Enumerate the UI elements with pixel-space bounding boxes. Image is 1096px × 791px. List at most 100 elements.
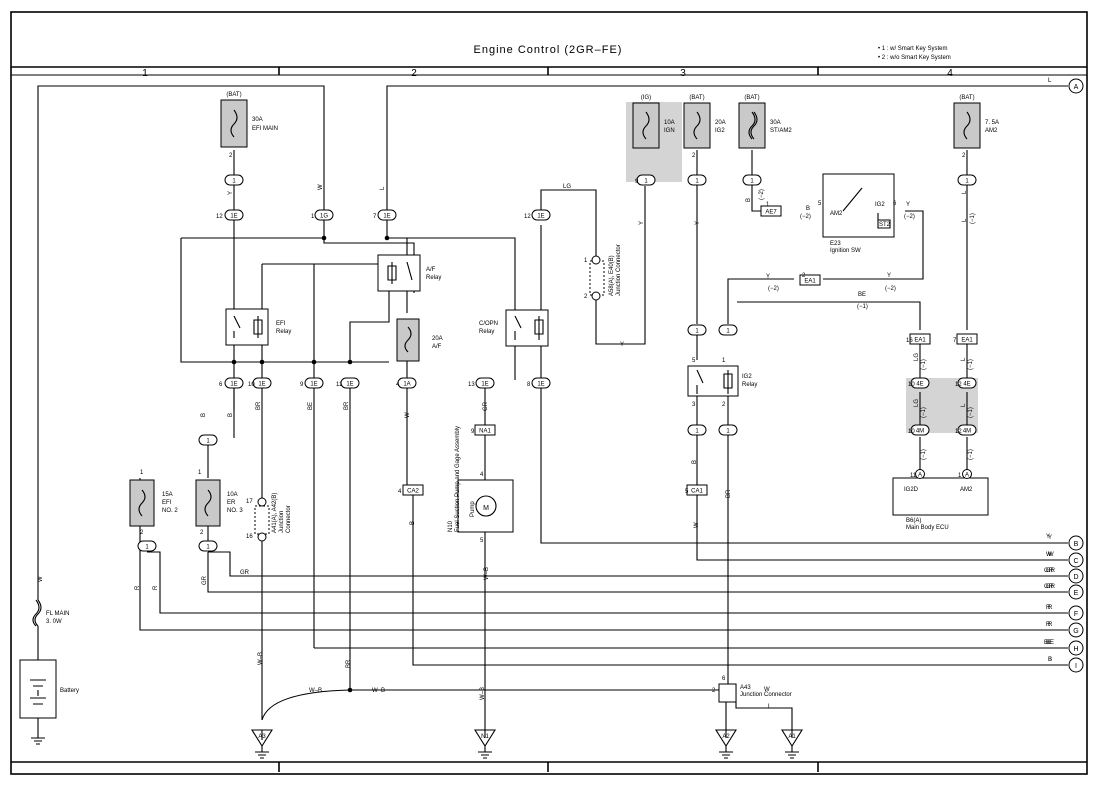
wire-color-label: R bbox=[1046, 605, 1051, 611]
pin-number: 16 bbox=[906, 338, 913, 344]
ground-battery bbox=[31, 737, 45, 745]
connector-mark bbox=[915, 469, 925, 479]
connector-mark bbox=[224, 377, 244, 389]
pin-number: 11 bbox=[910, 473, 917, 479]
wire-color-label: W bbox=[1046, 552, 1052, 558]
wire-color-label: W–B bbox=[309, 688, 322, 694]
svg-text:Relay: Relay bbox=[742, 382, 757, 388]
wire-color-label: W–B bbox=[372, 688, 385, 694]
system-mark: (−2) bbox=[768, 286, 779, 292]
svg-text:2: 2 bbox=[962, 153, 966, 159]
svg-text:15A: 15A bbox=[162, 492, 173, 498]
system-mark: (−1) bbox=[921, 449, 927, 460]
column-3: 3 bbox=[680, 68, 686, 79]
off-page-terminals: A L B Y C W D GR E GR F R G R H BE I B bbox=[1046, 78, 1084, 673]
svg-text:G: G bbox=[1073, 628, 1078, 635]
svg-text:NO. 3: NO. 3 bbox=[227, 508, 243, 514]
ground-a3: A3 bbox=[251, 729, 273, 759]
connector-mark bbox=[956, 333, 978, 345]
fuse-er-no3: 1 10A ER NO. 3 2 bbox=[195, 470, 243, 536]
fuse-ign: (IG) 10A IGN bbox=[632, 95, 675, 149]
svg-text:Connector: Connector bbox=[286, 505, 292, 533]
svg-text:B: B bbox=[1074, 541, 1079, 548]
svg-text:Ignition SW: Ignition SW bbox=[830, 248, 861, 254]
main-body-ecu: IG2D AM2 B6(A) Main Body ECU bbox=[892, 477, 989, 531]
connector-mark bbox=[198, 434, 218, 446]
connector-label: 1 bbox=[695, 429, 699, 435]
svg-text:2: 2 bbox=[200, 530, 204, 536]
svg-text:(BAT): (BAT) bbox=[744, 95, 759, 101]
connector-mark bbox=[531, 209, 551, 221]
pin-number: 16 bbox=[246, 534, 253, 540]
connector-mark bbox=[962, 469, 972, 479]
wire-color-label: BR bbox=[344, 401, 350, 410]
wire-color-label: B bbox=[410, 521, 416, 525]
system-mark: (−2) bbox=[904, 214, 915, 220]
connector-label: 1 bbox=[750, 179, 754, 185]
svg-text:6: 6 bbox=[722, 676, 726, 682]
jc-a43: A43 Junction Connector 62 bbox=[712, 676, 792, 703]
svg-text:10A: 10A bbox=[227, 492, 238, 498]
svg-text:C: C bbox=[1073, 558, 1078, 565]
column-2: 2 bbox=[411, 68, 417, 79]
svg-text:AM2: AM2 bbox=[830, 211, 843, 217]
svg-text:FL MAIN: FL MAIN bbox=[46, 611, 69, 617]
fuse-efi-main: (BAT) 30A EFI MAIN 2 bbox=[220, 92, 278, 159]
svg-text:Junction Connector: Junction Connector bbox=[616, 244, 622, 296]
connector-label: EA1 bbox=[961, 338, 973, 344]
svg-text:2: 2 bbox=[140, 530, 144, 536]
jc-a58-e40: A58(A), E40(B) Junction Connector bbox=[589, 244, 622, 301]
svg-text:L: L bbox=[1048, 78, 1052, 84]
svg-text:20A: 20A bbox=[715, 120, 726, 126]
pin-number: 4 bbox=[396, 382, 400, 388]
pin-number: 10 bbox=[908, 382, 915, 388]
wire-color-label: W bbox=[405, 412, 411, 418]
wire-color-label: Y bbox=[766, 274, 770, 280]
wire-color-label: L bbox=[380, 186, 386, 190]
connector-label: EA1 bbox=[914, 338, 926, 344]
connector-mark bbox=[137, 540, 157, 552]
system-mark: (−1) bbox=[970, 213, 976, 224]
connector-mark bbox=[686, 484, 708, 496]
relay-copn: C/OPN Relay bbox=[479, 309, 549, 347]
wire-color-label: R bbox=[1046, 622, 1051, 628]
wire-color-label: GR bbox=[483, 401, 489, 411]
column-4: 4 bbox=[947, 68, 953, 79]
wire-color-label: LG bbox=[563, 184, 571, 190]
connector-mark bbox=[687, 324, 707, 336]
connector-mark bbox=[957, 377, 977, 389]
svg-text:2: 2 bbox=[229, 153, 233, 159]
system-mark: (−1) bbox=[857, 304, 868, 310]
svg-text:Relay: Relay bbox=[276, 329, 291, 335]
svg-text:3: 3 bbox=[692, 402, 696, 408]
svg-text:4: 4 bbox=[480, 472, 484, 478]
svg-text:AM2: AM2 bbox=[960, 487, 973, 493]
connector-label: EA1 bbox=[804, 279, 816, 285]
pin-number: 6 bbox=[219, 382, 223, 388]
connector-mark bbox=[636, 174, 656, 186]
fuse-ig2: (BAT) 20A IG2 2 bbox=[683, 95, 726, 159]
connector-label: NA1 bbox=[479, 429, 491, 435]
wire-color-label: R bbox=[153, 585, 159, 590]
connector-label: AE7 bbox=[765, 210, 777, 216]
svg-text:IGN: IGN bbox=[664, 128, 675, 134]
system-mark: (−1) bbox=[968, 407, 974, 418]
system-mark: (−2) bbox=[885, 286, 896, 292]
pin-number: 2 bbox=[802, 273, 806, 279]
connector-label: 1 bbox=[695, 179, 699, 185]
wire-color-label: Y bbox=[620, 342, 624, 348]
svg-text:AM2: AM2 bbox=[985, 128, 998, 134]
svg-text:(BAT): (BAT) bbox=[226, 92, 241, 98]
note-2: • 2 : w/o Smart Key System bbox=[878, 55, 951, 61]
battery: Battery bbox=[19, 659, 79, 719]
pin-number: 1 bbox=[766, 202, 770, 208]
pin-number: 5 bbox=[685, 489, 689, 495]
fuse-am2: (BAT) 7. 5A AM2 2 bbox=[953, 95, 999, 159]
system-mark: (−1) bbox=[968, 449, 974, 460]
connector-mark bbox=[252, 377, 272, 389]
svg-text:A1: A1 bbox=[788, 734, 796, 740]
connector-label: 1E bbox=[383, 214, 390, 220]
frame bbox=[10, 11, 1088, 775]
